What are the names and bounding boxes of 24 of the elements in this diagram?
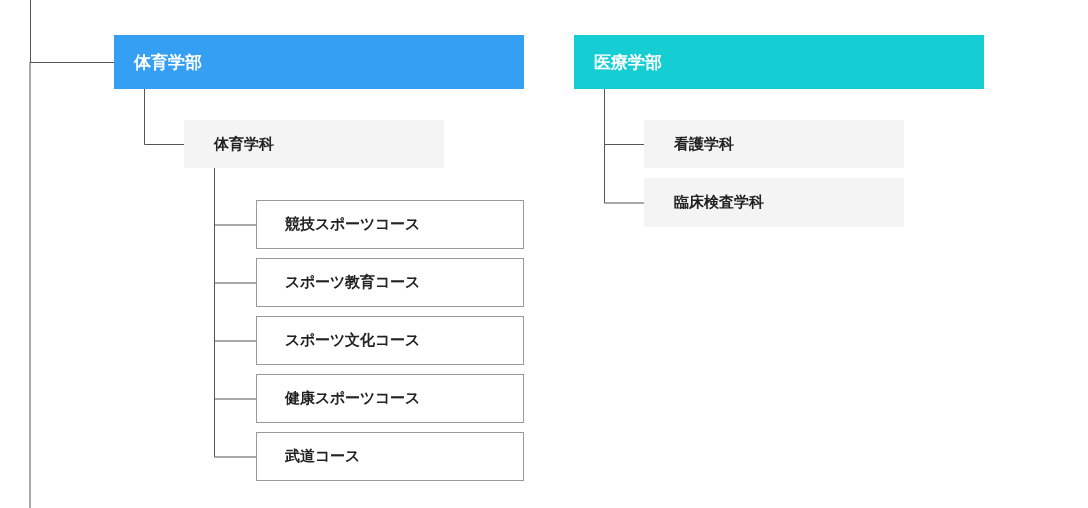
node-label: 医療学部 [594,50,662,74]
connector-line [604,88,645,204]
course-box [256,432,524,481]
connector-line [214,167,257,458]
department-box [644,178,904,227]
node-label: 競技スポーツコース [285,215,420,234]
faculty-header-bar [114,35,524,89]
connector-line [144,88,185,145]
course-box [256,374,524,423]
node-label: 臨床検査学科 [674,193,764,212]
course-box [256,200,524,249]
node-label: 体育学科 [214,134,274,154]
department-box [184,120,444,168]
connector-line [30,0,115,63]
node-label: 健康スポーツコース [285,389,420,408]
node-label: 体育学部 [134,50,202,74]
course-box [256,258,524,307]
node-label: スポーツ教育コース [285,273,420,292]
course-box [256,316,524,365]
faculty-header-bar [574,35,984,89]
node-label: スポーツ文化コース [285,331,420,350]
node-label: 武道コース [285,447,360,466]
department-box [644,120,904,168]
node-label: 看護学科 [674,134,734,154]
